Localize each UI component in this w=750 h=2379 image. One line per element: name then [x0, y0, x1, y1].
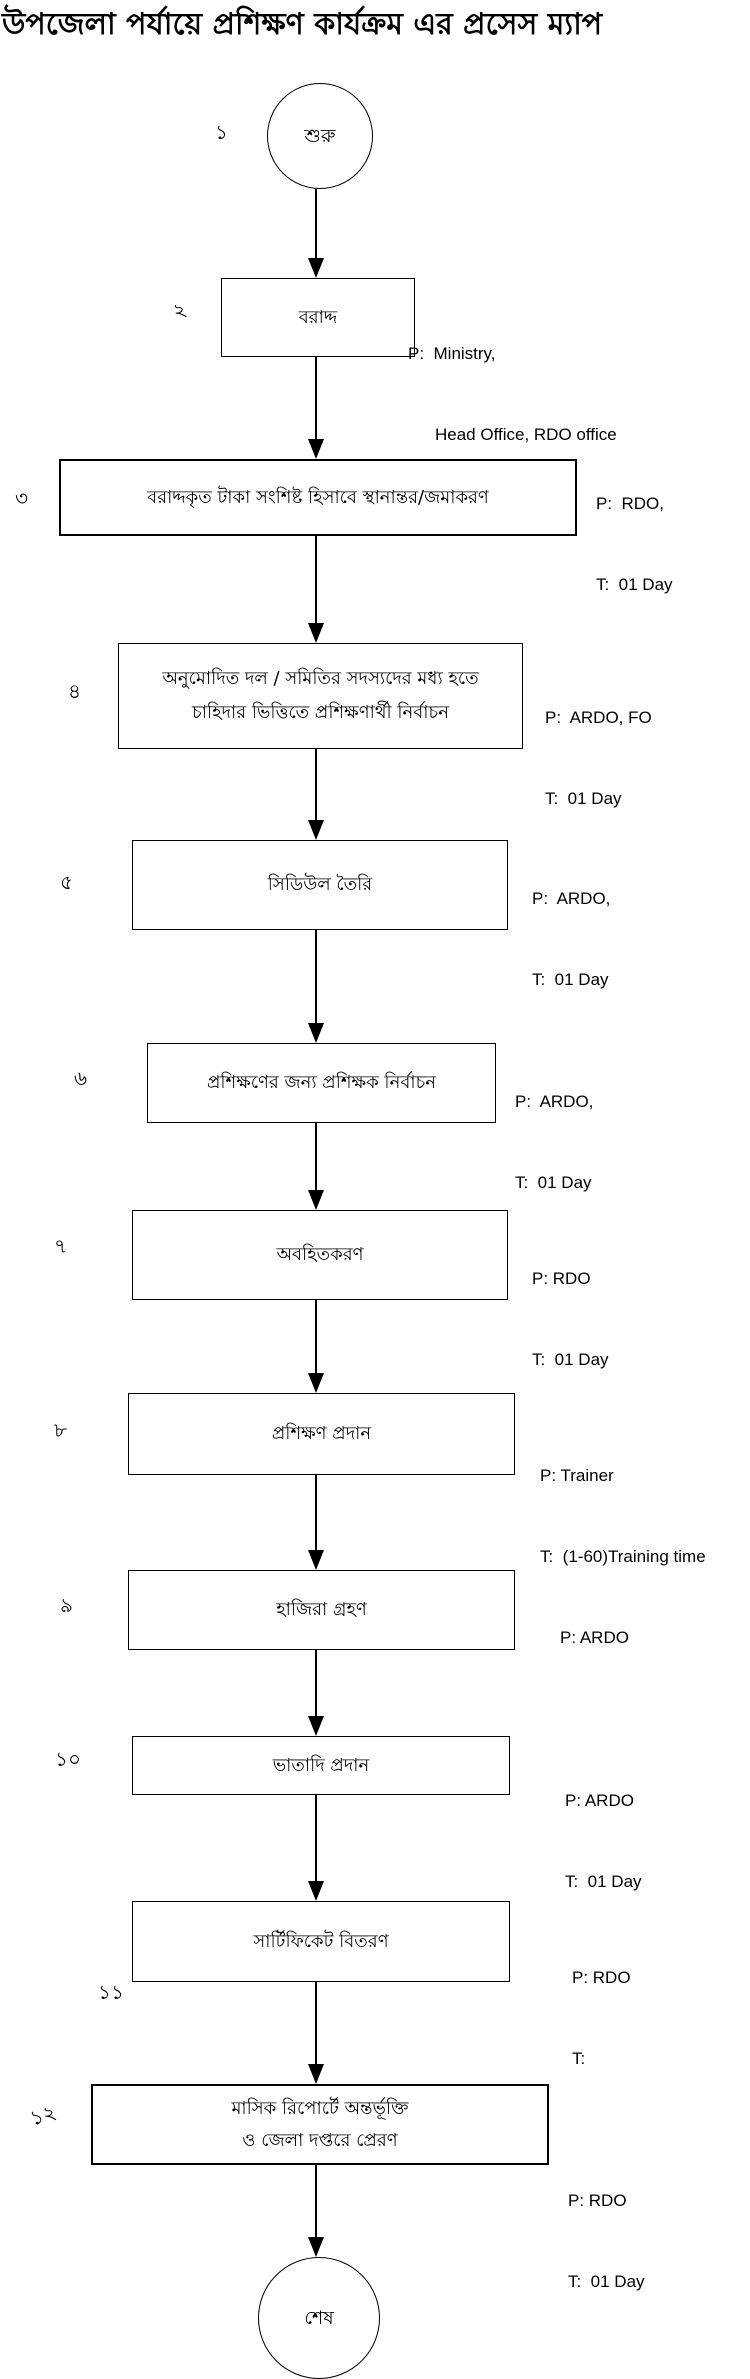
step-number-9: ৯ — [60, 1593, 73, 1617]
end-terminal: শেষ — [258, 2257, 380, 2379]
annotation-p-line: P: RDO — [532, 1269, 591, 1288]
annotation-step-11: P: RDO T: — [572, 1910, 631, 2126]
step-number-3: ৩ — [15, 486, 29, 510]
step-number-8: ৮ — [54, 1418, 67, 1442]
arrow-line-11 — [315, 1982, 317, 2064]
step-number-1: ১ — [215, 120, 228, 144]
step-number-5: ৫ — [60, 870, 73, 894]
arrow-head-icon — [308, 439, 324, 459]
annotation-p-line-2: Head Office, RDO office — [435, 425, 617, 444]
step-box-certificate-distribution-label: সার্টিফিকেট বিতরণ — [253, 1930, 389, 1952]
arrow-head-icon — [308, 820, 324, 840]
step-box-fund-transfer-label: বরাদ্দকৃত টাকা সংশিষ্ট হিসাবে স্থানান্তর… — [147, 486, 489, 508]
annotation-t-line: T: 01 Day — [565, 1872, 642, 1891]
arrow-line-9 — [315, 1650, 317, 1716]
annotation-p-line: P: Trainer — [540, 1466, 614, 1485]
arrow-line-8 — [315, 1475, 317, 1550]
step-number-10: ১০ — [55, 1747, 81, 1771]
annotation-p-line: P: ARDO, — [532, 889, 611, 908]
step-box-allocation: বরাদ্দ — [221, 278, 415, 357]
annotation-step-10: P: ARDO T: 01 Day — [565, 1733, 642, 1949]
annotation-p-line: P: RDO — [572, 1968, 631, 1987]
step-box-attendance: হাজিরা গ্রহণ — [128, 1570, 515, 1650]
step-box-informing-label: অবহিতকরণ — [276, 1244, 364, 1265]
step-number-4: ৪ — [68, 679, 81, 703]
step-box-allocation-label: বরাদ্দ — [298, 306, 338, 328]
step-box-certificate-distribution: সার্টিফিকেট বিতরণ — [132, 1901, 510, 1982]
annotation-t-line: T: 01 Day — [545, 789, 622, 808]
end-terminal-label: শেষ — [304, 2307, 334, 2329]
annotation-t-line: T: 01 Day — [568, 2272, 645, 2291]
step-box-informing: অবহিতকরণ — [132, 1210, 508, 1300]
arrow-line-6 — [315, 1123, 317, 1190]
annotation-t-line: T: 01 Day — [596, 575, 673, 594]
step-box-schedule: সিডিউল তৈরি — [132, 840, 508, 930]
annotation-p-line: P: Ministry, — [408, 344, 496, 363]
arrow-head-icon — [308, 1373, 324, 1393]
arrow-line-10 — [315, 1795, 317, 1881]
arrow-head-icon — [308, 1023, 324, 1043]
annotation-step-5: P: ARDO, T: 01 Day — [532, 831, 610, 1047]
arrow-head-icon — [308, 1550, 324, 1570]
arrow-head-icon — [308, 623, 324, 643]
annotation-step-6: P: ARDO, T: 01 Day — [515, 1034, 593, 1250]
arrow-head-icon — [308, 1881, 324, 1901]
annotation-step-7: P: RDO T: 01 Day — [532, 1211, 609, 1427]
arrow-head-icon — [308, 258, 324, 278]
step-box-fund-transfer: বরাদ্দকৃত টাকা সংশিষ্ট হিসাবে স্থানান্তর… — [59, 459, 577, 536]
arrow-line-12 — [315, 2165, 317, 2237]
arrow-head-icon — [308, 2237, 324, 2257]
annotation-step-2: P: Ministry, Head Office, RDO office — [408, 286, 617, 502]
step-number-6: ৬ — [74, 1066, 88, 1090]
annotation-p-line: P: ARDO, — [515, 1092, 594, 1111]
annotation-p-line: P: RDO — [568, 2191, 627, 2210]
start-terminal-label: শুরু — [304, 125, 336, 147]
annotation-t-line: T: 01 Day — [515, 1173, 592, 1192]
arrow-line-3 — [315, 536, 317, 623]
step-box-trainer-selection: প্রশিক্ষণের জন্য প্রশিক্ষক নির্বাচন — [147, 1043, 496, 1123]
arrow-line-5 — [315, 930, 317, 1023]
arrow-line-7 — [315, 1300, 317, 1373]
annotation-step-8: P: Trainer T: (1-60)Training time — [540, 1408, 706, 1624]
step-box-allowance-payment: ভাতাদি প্রদান — [132, 1736, 510, 1795]
start-terminal: শুরু — [267, 83, 373, 189]
annotation-p-line: P: ARDO, FO — [545, 708, 652, 727]
step-box-trainee-selection-label: অনুমোদিত দল / সমিতির সদস্যদের মধ্য হতে চ… — [162, 668, 479, 723]
step-box-training-delivery-label: প্রশিক্ষণ প্রদান — [271, 1423, 372, 1444]
step-box-attendance-label: হাজিরা গ্রহণ — [276, 1599, 367, 1620]
annotation-p-line: P: RDO, — [596, 494, 665, 513]
annotation-t-line: T: 01 Day — [532, 1350, 609, 1369]
annotation-t-line: T: — [572, 2049, 586, 2068]
page-title: উপজেলা পর্যায়ে প্রশিক্ষণ কার্যক্রম এর প… — [2, 7, 603, 42]
step-box-training-delivery: প্রশিক্ষণ প্রদান — [128, 1393, 515, 1475]
step-box-trainer-selection-label: প্রশিক্ষণের জন্য প্রশিক্ষক নির্বাচন — [206, 1072, 437, 1093]
step-number-12: ১২ — [26, 2099, 60, 2131]
step-box-monthly-report: মাসিক রিপোর্টে অন্তর্ভূক্তি ও জেলা দপ্তর… — [91, 2084, 549, 2165]
annotation-step-9: P: ARDO — [560, 1570, 629, 1705]
arrow-head-icon — [308, 1190, 324, 1210]
step-number-2: ২ — [169, 296, 190, 324]
annotation-p-line: P: ARDO — [565, 1791, 634, 1810]
arrow-line-4 — [315, 749, 317, 820]
arrow-line-2 — [315, 357, 317, 439]
step-box-schedule-label: সিডিউল তৈরি — [267, 874, 373, 895]
annotation-step-12: P: RDO T: 01 Day — [568, 2133, 645, 2349]
step-box-monthly-report-label: মাসিক রিপোর্টে অন্তর্ভূক্তি ও জেলা দপ্তর… — [231, 2097, 409, 2151]
step-box-trainee-selection: অনুমোদিত দল / সমিতির সদস্যদের মধ্য হতে চ… — [118, 643, 523, 749]
arrow-head-icon — [308, 2064, 324, 2084]
annotation-step-3: P: RDO, T: 01 Day — [596, 436, 673, 652]
annotation-p-line: P: ARDO — [560, 1628, 629, 1647]
arrow-line-1 — [315, 189, 317, 258]
arrow-head-icon — [308, 1716, 324, 1736]
step-number-7: ৭ — [54, 1234, 68, 1258]
annotation-step-4: P: ARDO, FO T: 01 Day — [545, 650, 652, 866]
step-number-11: ১১ — [98, 1980, 124, 2004]
step-box-allowance-payment-label: ভাতাদি প্রদান — [272, 1754, 370, 1776]
annotation-t-line: T: 01 Day — [532, 970, 609, 989]
annotation-t-line: T: (1-60)Training time — [540, 1547, 706, 1566]
